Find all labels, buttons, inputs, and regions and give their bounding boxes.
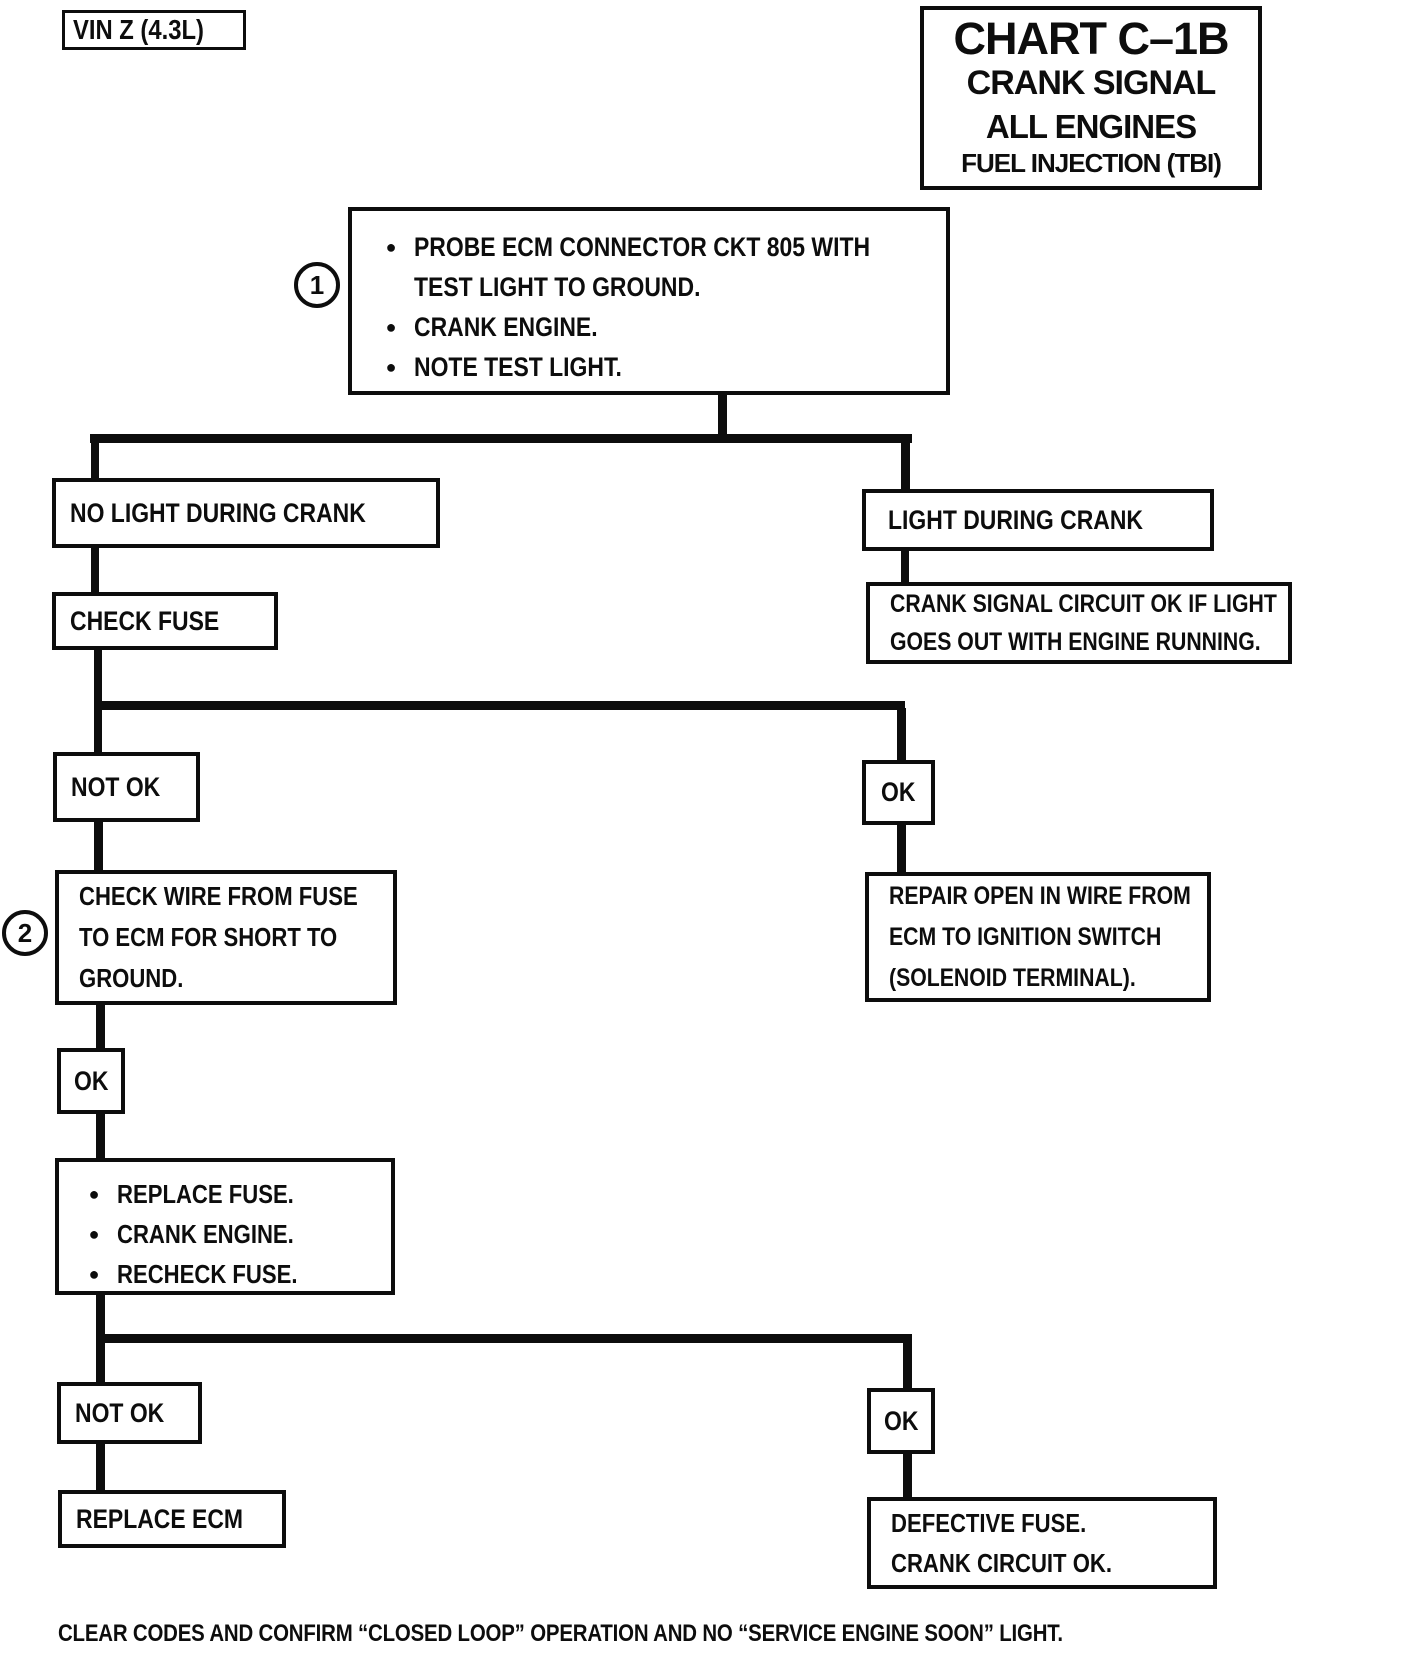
ok-1-label: OK: [881, 777, 916, 807]
replace-ecm-label: REPLACE ECM: [76, 1503, 244, 1534]
connector-no-light-to-check-fuse: [91, 546, 99, 594]
not-ok-2-label: NOT OK: [75, 1397, 165, 1428]
replace-fuse-steps-box: ● REPLACE FUSE. ● CRANK ENGINE. ● RECHEC…: [55, 1158, 395, 1295]
defective-fuse-line-1: DEFECTIVE FUSE.: [891, 1508, 1087, 1538]
replace-ecm-box: REPLACE ECM: [58, 1490, 286, 1548]
chart-title: CHART C–1B: [953, 13, 1229, 65]
step1-bullet-2: ● CRANK ENGINE.: [368, 307, 630, 347]
connector-not-ok-1-to-check-wire: [94, 820, 103, 872]
connector-to-ok-1: [897, 708, 906, 762]
chart-subtitle-all-engines: ALL ENGINES: [985, 107, 1197, 145]
not-ok-1-label: NOT OK: [71, 771, 161, 802]
repair-open-wire-line-3: (SOLENOID TERMINAL).: [889, 963, 1136, 992]
connector-split-1: [90, 434, 912, 443]
step1-box: ● PROBE ECM CONNECTOR CKT 805 WITH TEST …: [348, 207, 950, 395]
connector-to-ok-3: [903, 1341, 912, 1390]
check-fuse-label: CHECK FUSE: [70, 605, 220, 636]
footer-note-wrap: CLEAR CODES AND CONFIRM “CLOSED LOOP” OP…: [58, 1620, 1240, 1648]
connector-split-2: [94, 701, 905, 710]
repair-open-wire-line-2: ECM TO IGNITION SWITCH: [889, 922, 1162, 951]
vin-label-box: VIN Z (4.3L): [62, 10, 246, 50]
connector-to-no-light: [91, 440, 99, 480]
repair-open-wire-line-1: REPAIR OPEN IN WIRE FROM: [889, 881, 1191, 910]
not-ok-1-box: NOT OK: [53, 752, 200, 822]
defective-fuse-box: DEFECTIVE FUSE. CRANK CIRCUIT OK.: [867, 1497, 1217, 1589]
connector-split-3: [96, 1334, 912, 1343]
crank-signal-circuit-ok-box: CRANK SIGNAL CIRCUIT OK IF LIGHT GOES OU…: [866, 582, 1292, 664]
repair-open-wire-box: REPAIR OPEN IN WIRE FROM ECM TO IGNITION…: [865, 872, 1211, 1002]
check-wire-line-1: CHECK WIRE FROM FUSE: [79, 881, 358, 911]
no-light-during-crank-label: NO LIGHT DURING CRANK: [70, 497, 366, 528]
bullet-icon: ●: [88, 1264, 100, 1284]
step1-number-badge: 1: [294, 262, 340, 308]
replace-fuse-bullet-2: ● CRANK ENGINE.: [71, 1214, 325, 1254]
connector-light-to-circuit-ok: [901, 549, 909, 584]
bullet-icon: ●: [385, 357, 397, 377]
bullet-icon: ●: [385, 237, 397, 257]
defective-fuse-line-2: CRANK CIRCUIT OK.: [891, 1548, 1112, 1578]
check-wire-line-2: TO ECM FOR SHORT TO: [79, 922, 338, 952]
crank-signal-circuit-ok-line-1: CRANK SIGNAL CIRCUIT OK IF LIGHT: [890, 590, 1277, 618]
connector-replace-fuse-drop: [96, 1292, 105, 1338]
crank-signal-circuit-ok-line-2: GOES OUT WITH ENGINE RUNNING.: [890, 628, 1261, 656]
connector-to-not-ok-1: [94, 708, 102, 752]
ok-1-box: OK: [862, 760, 935, 825]
light-during-crank-label: LIGHT DURING CRANK: [888, 504, 1143, 535]
no-light-during-crank-box: NO LIGHT DURING CRANK: [52, 478, 440, 548]
step1-bullet-2-line-1: CRANK ENGINE.: [414, 312, 598, 342]
connector-check-fuse-drop: [94, 648, 102, 706]
replace-fuse-bullet-3: ● RECHECK FUSE.: [71, 1254, 329, 1294]
connector-ok-3-to-defective-fuse: [903, 1452, 912, 1499]
step2-number-badge: 2: [2, 910, 48, 956]
chart-subtitle-fuel-injection: FUEL INJECTION (TBI): [961, 148, 1222, 179]
ok-3-label: OK: [883, 1405, 919, 1436]
step1-bullet-1-line-2: TEST LIGHT TO GROUND.: [414, 272, 701, 302]
ok-3-box: OK: [867, 1388, 935, 1454]
vin-label: VIN Z (4.3L): [73, 14, 204, 45]
ok-2-label: OK: [73, 1065, 109, 1096]
connector-not-ok-2-to-replace-ecm: [96, 1441, 105, 1492]
step1-bullet-3: ● NOTE TEST LIGHT.: [368, 347, 659, 387]
replace-fuse-step-3: RECHECK FUSE.: [117, 1259, 298, 1289]
bullet-icon: ●: [385, 317, 397, 337]
step1-bullet-1: ● PROBE ECM CONNECTOR CKT 805 WITH TEST …: [368, 227, 951, 307]
not-ok-2-box: NOT OK: [57, 1382, 202, 1444]
check-wire-box: CHECK WIRE FROM FUSE TO ECM FOR SHORT TO…: [55, 870, 397, 1005]
step1-bullet-1-line-1: PROBE ECM CONNECTOR CKT 805 WITH: [414, 232, 871, 262]
footer-note: CLEAR CODES AND CONFIRM “CLOSED LOOP” OP…: [58, 1620, 1063, 1647]
chart-subtitle-crank-signal: CRANK SIGNAL: [966, 64, 1217, 103]
connector-ok-2-to-replace-fuse: [96, 1112, 105, 1160]
connector-to-light: [901, 440, 910, 491]
check-fuse-box: CHECK FUSE: [52, 592, 278, 650]
connector-ok-1-to-repair: [897, 823, 906, 874]
replace-fuse-step-2: CRANK ENGINE.: [117, 1219, 294, 1249]
replace-fuse-step-1: REPLACE FUSE.: [117, 1179, 294, 1209]
step1-bullet-3-line-1: NOTE TEST LIGHT.: [414, 352, 622, 382]
bullet-icon: ●: [88, 1224, 100, 1244]
check-wire-line-3: GROUND.: [79, 963, 184, 993]
connector-to-not-ok-2: [96, 1341, 105, 1384]
bullet-icon: ●: [88, 1184, 100, 1204]
connector-check-wire-to-ok-2: [96, 1003, 105, 1050]
light-during-crank-box: LIGHT DURING CRANK: [862, 489, 1214, 551]
step1-number: 1: [309, 269, 325, 300]
chart-title-box: CHART C–1B CRANK SIGNAL ALL ENGINES FUEL…: [920, 6, 1262, 190]
connector-step1-drop: [718, 393, 727, 438]
replace-fuse-bullet-1: ● REPLACE FUSE.: [71, 1174, 325, 1214]
ok-2-box: OK: [57, 1048, 125, 1114]
step2-number: 2: [17, 917, 33, 948]
